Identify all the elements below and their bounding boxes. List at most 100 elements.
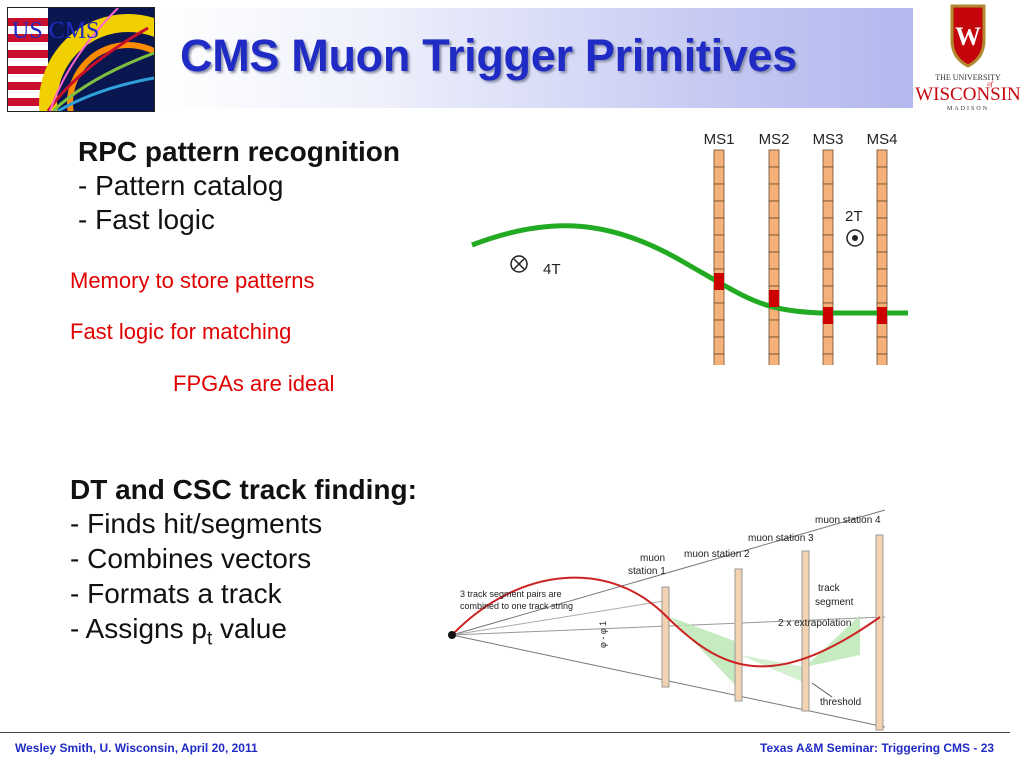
rpc-chamber-cell — [713, 200, 725, 219]
dt-angle-label: φ - φ 1 — [598, 621, 608, 648]
dt-track-label-2: segment — [815, 597, 854, 608]
dt-track-label-1: track — [818, 583, 841, 594]
rpc-chamber-cell — [822, 234, 834, 253]
dt-heading: DT and CSC track finding: — [70, 474, 417, 505]
uw-logo-main: WISCONSIN — [915, 84, 1021, 105]
rpc-chamber-column — [713, 149, 725, 365]
rpc-note-fast-logic: Fast logic for matching — [70, 319, 292, 344]
rpc-chamber-cell — [768, 353, 780, 365]
rpc-chamber-cell — [713, 251, 725, 270]
footer-divider — [0, 732, 1010, 733]
dt-bullet-4-prefix: - Assigns p — [70, 613, 207, 644]
dt-label-station4: muon station 4 — [815, 515, 881, 526]
label-ms2: MS2 — [759, 131, 790, 148]
rpc-chamber-cell — [713, 234, 725, 253]
rpc-chamber-cell — [713, 336, 725, 355]
rpc-chamber-cell — [876, 200, 888, 219]
dt-note-pairs-1: 3 track segment pairs are — [460, 589, 562, 599]
rpc-chamber-cell — [822, 200, 834, 219]
rpc-chamber-cell — [768, 166, 780, 185]
field-4t-symbol — [510, 255, 528, 273]
rpc-chamber-cell — [876, 149, 888, 168]
rpc-chamber-cell — [876, 251, 888, 270]
dt-bullet-4-subscript: t — [206, 628, 213, 650]
rpc-chamber-cell — [713, 353, 725, 365]
dt-station-4 — [875, 534, 884, 731]
dt-label-station2: muon station 2 — [684, 549, 750, 560]
uw-logo-line1: THE UNIVERSITY — [935, 73, 1001, 82]
rpc-chamber-cell — [822, 285, 834, 304]
uw-logo: W THE UNIVERSITY of WISCONSIN MADISON — [912, 0, 1024, 120]
rpc-chamber-cell — [822, 251, 834, 270]
rpc-chamber-cell — [768, 200, 780, 219]
interaction-point — [448, 631, 456, 639]
rpc-chamber-cell — [713, 217, 725, 236]
dt-bullet-3: - Formats a track — [70, 578, 282, 609]
rpc-hits — [714, 273, 887, 324]
rpc-chamber-cell — [822, 183, 834, 202]
rpc-chamber-cell — [768, 183, 780, 202]
rpc-chamber-cell — [768, 217, 780, 236]
rpc-chamber-cell — [713, 149, 725, 168]
uw-logo-of: of — [987, 80, 994, 88]
dt-label-muon: muon — [640, 553, 665, 564]
rpc-chamber-cell — [822, 166, 834, 185]
rpc-chamber-cell — [713, 166, 725, 185]
dt-station-1 — [661, 586, 670, 688]
rpc-chamber-cell — [768, 268, 780, 287]
rpc-chamber-cell — [713, 183, 725, 202]
rpc-chamber-cell — [713, 302, 725, 321]
rpc-chamber-cell — [713, 319, 725, 338]
uscms-logo: US CMS — [7, 7, 155, 112]
rpc-chamber-cell — [876, 217, 888, 236]
rpc-chamber-cell — [768, 319, 780, 338]
dt-diagram: muon station 1 muon station 2 muon stati… — [448, 509, 886, 731]
rpc-bullet-1: - Pattern catalog — [78, 170, 284, 201]
hit-ms2 — [769, 290, 779, 307]
rpc-note-fpgas: FPGAs are ideal — [173, 371, 335, 396]
rpc-chamber-cell — [768, 149, 780, 168]
label-ms3: MS3 — [813, 131, 844, 148]
field-2t-label: 2T — [845, 208, 863, 225]
dt-bullet-4: - Assigns pt value — [70, 613, 287, 651]
rpc-chamber-cell — [876, 336, 888, 355]
rpc-chamber-cell — [822, 149, 834, 168]
rpc-bullet-2: - Fast logic — [78, 204, 215, 235]
rpc-chamber-cell — [768, 251, 780, 270]
rpc-chamber-cell — [876, 183, 888, 202]
dt-label-station3: muon station 3 — [748, 533, 814, 544]
extrapolation-window-1 — [670, 617, 740, 690]
dt-station-3 — [801, 550, 810, 712]
rpc-chamber-cell — [876, 268, 888, 287]
dt-bullet-2: - Combines vectors — [70, 543, 312, 574]
label-ms4: MS4 — [867, 131, 898, 148]
rpc-note-memory: Memory to store patterns — [70, 268, 315, 293]
dt-extrapolation-label: 2 x extrapolation — [778, 618, 851, 629]
rpc-chamber-cell — [876, 234, 888, 253]
svg-text:W: W — [955, 22, 981, 51]
dt-note-pairs-2: combined to one track string — [460, 601, 573, 611]
rpc-chamber-cell — [768, 336, 780, 355]
uscms-logo-text: US CMS — [12, 18, 99, 44]
rpc-chamber-cell — [876, 285, 888, 304]
uw-logo-sub: MADISON — [947, 106, 989, 112]
label-ms1: MS1 — [704, 131, 735, 148]
dt-bullet-4-suffix: value — [212, 613, 287, 644]
rpc-chamber-column — [768, 149, 780, 365]
hit-ms1 — [714, 273, 724, 290]
rpc-chambers — [713, 149, 888, 365]
title-band — [155, 8, 913, 108]
rpc-heading: RPC pattern recognition — [78, 136, 401, 167]
slide-title: CMS Muon Trigger Primitives — [180, 30, 798, 81]
rpc-chamber-cell — [822, 353, 834, 365]
dt-track-curve — [451, 576, 881, 668]
rpc-chamber-cell — [822, 217, 834, 236]
field-4t-label: 4T — [543, 261, 561, 278]
rpc-chamber-cell — [822, 336, 834, 355]
dt-label-station1: station 1 — [628, 566, 666, 577]
footer-seminar: Texas A&M Seminar: Triggering CMS - 23 — [760, 741, 995, 755]
dt-threshold-label: threshold — [820, 697, 861, 708]
hit-ms3 — [823, 307, 833, 324]
extrapolation-window-2 — [805, 615, 860, 667]
rpc-chamber-cell — [876, 353, 888, 365]
